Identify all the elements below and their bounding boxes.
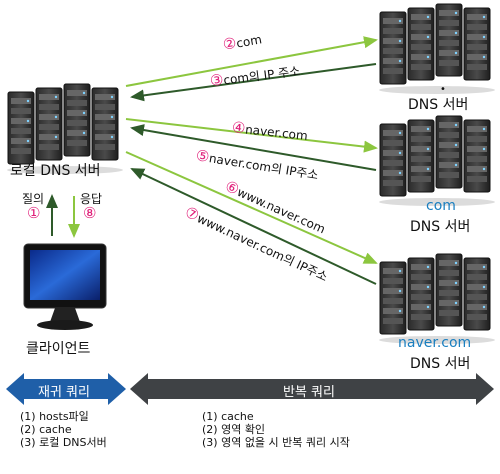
recursive-query-list: (1) hosts파일 (2) cache (3) 로컬 DNS서버 [20,410,107,449]
naver-domain-prefix: naver.com [398,335,472,351]
query-label: 질의 [22,192,45,206]
root-dns-server-icon [379,4,495,94]
com-domain-prefix: com [426,198,456,214]
recursive-list-item: (1) hosts파일 [20,410,89,423]
iterative-list-item: (2) 영역 확인 [202,423,266,436]
root-dns-server-label: DNS 서버 [408,94,468,114]
arrow-step-2 [125,36,378,87]
client-label: 클라이언트 [26,341,91,357]
iterative-list-item: (1) cache [202,410,254,423]
com-dns-server-label: DNS 서버 [410,219,471,235]
local-dns-server-label: 로컬 DNS 서버 [10,163,101,179]
response-label: 응답 [80,192,103,206]
arrow-step-7 [130,168,377,285]
arrow-step-3 [130,63,377,102]
naver-dns-server-icon [379,254,495,344]
step-1-number: ① [27,204,41,222]
recursive-query-banner [6,373,126,405]
iterative-query-text: 반복 쿼리 [283,385,335,400]
recursive-list-item: (3) 로컬 DNS서버 [20,436,107,449]
com-dns-server-icon [379,116,495,206]
client-monitor-icon [23,243,107,330]
arrow-step-5 [130,124,377,171]
step-8-number: ⑧ [83,204,97,222]
iterative-query-banner [130,373,494,405]
recursive-query-text: 재귀 쿼리 [38,385,90,400]
iterative-list-item: (3) 영역 없을 시 반복 쿼리 시작 [202,436,350,449]
arrow-step-4 [125,118,378,153]
arrow-step-6 [125,151,378,264]
iterative-query-list: (1) cache (2) 영역 확인 (3) 영역 없을 시 반복 쿼리 시작 [202,410,350,449]
naver-dns-server-label: DNS 서버 [410,356,471,372]
root-dns-name: DNS 서버 [408,97,469,113]
recursive-list-item: (2) cache [20,423,72,436]
root-dns-mark: • [440,84,446,95]
